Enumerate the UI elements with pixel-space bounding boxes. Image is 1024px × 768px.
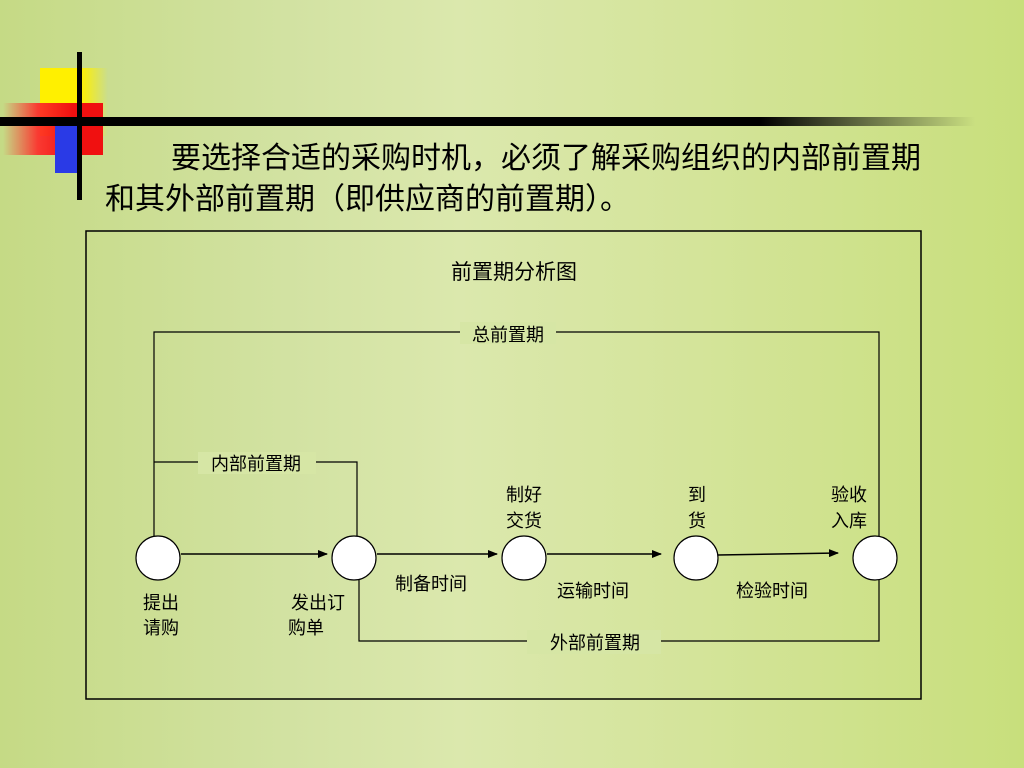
total-span-label-bg <box>460 322 556 344</box>
node-receipt <box>852 535 898 581</box>
total-span-bracket <box>153 331 880 537</box>
node-arrival-label-1: 到 <box>688 485 706 506</box>
node-order-label-1: 发出订 <box>291 593 345 614</box>
internal-span-label-bg <box>198 452 316 474</box>
headline-text: 要选择合适的采购时机，必须了解采购组织的内部前置期和其外部前置期（即供应商的前置… <box>105 141 921 217</box>
node-ready-label-1: 制好 <box>506 485 542 506</box>
node-request-label-2: 请购 <box>143 618 179 639</box>
total-span-label: 总前置期 <box>472 325 544 346</box>
external-span-label-bg <box>527 630 661 654</box>
flow-arrow-4 <box>717 549 839 558</box>
duration-prep-label: 制备时间 <box>395 574 467 595</box>
external-span-label: 外部前置期 <box>550 633 640 654</box>
diagram-title: 前置期分析图 <box>451 260 577 284</box>
node-receipt-label-1: 验收 <box>831 485 867 506</box>
node-request <box>135 535 181 581</box>
internal-span-label: 内部前置期 <box>211 454 301 475</box>
decor-vertical-rule <box>77 52 82 200</box>
duration-inspection-label: 检验时间 <box>736 581 808 602</box>
node-receipt-label-2: 入库 <box>831 511 867 532</box>
duration-transport-label: 运输时间 <box>557 581 629 602</box>
decor-horizontal-rule <box>0 117 975 126</box>
node-arrival-label-2: 货 <box>688 511 706 532</box>
decor-blue-square <box>55 125 78 173</box>
node-ready <box>501 535 547 581</box>
node-arrival <box>673 535 719 581</box>
node-request-label-1: 提出 <box>143 593 179 614</box>
diagram-frame <box>85 230 922 700</box>
node-order-label-2: 购单 <box>288 618 324 639</box>
node-ready-label-2: 交货 <box>506 511 542 532</box>
node-order <box>331 535 377 581</box>
decor-red-square <box>3 103 103 155</box>
